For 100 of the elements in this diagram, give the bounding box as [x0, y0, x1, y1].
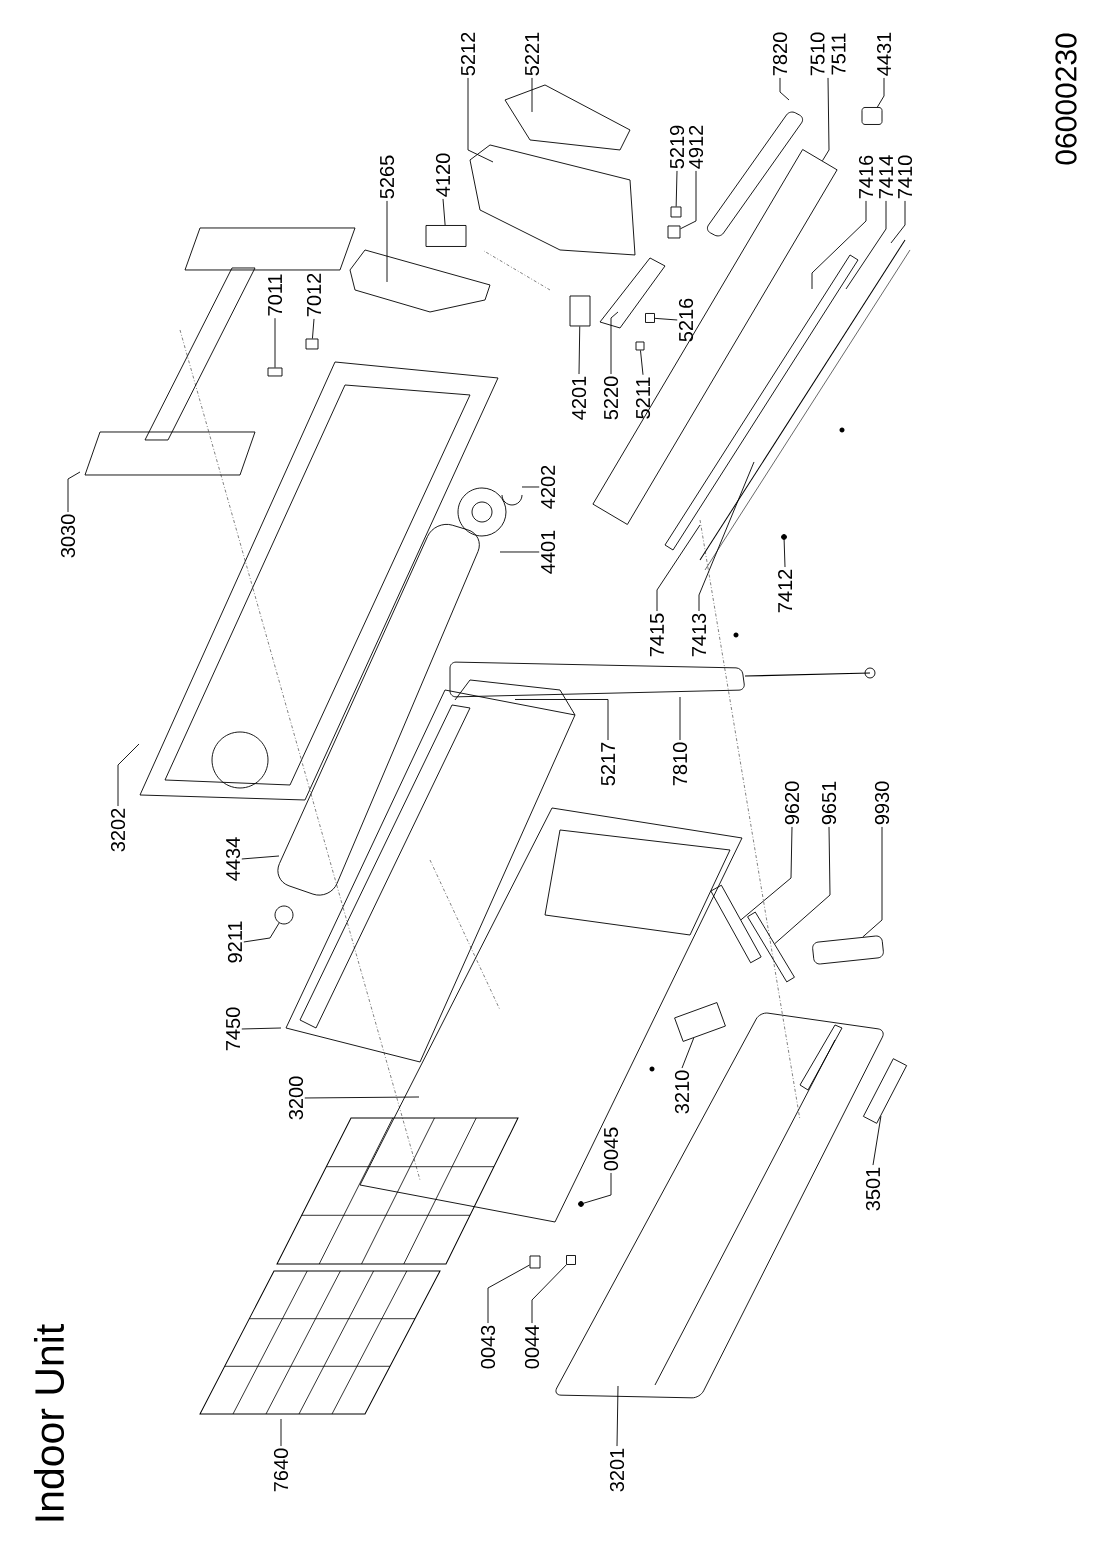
callout-number: 7640 [273, 1448, 289, 1492]
leader-line [578, 326, 581, 375]
clip [529, 1255, 541, 1269]
callout-number: 7011 [267, 274, 283, 316]
callout-number: 3200 [288, 1076, 304, 1120]
leader-line [241, 1027, 282, 1030]
callout-number: 7412 [778, 569, 792, 613]
leader-line [67, 471, 81, 513]
callout-number: 4431 [876, 32, 892, 76]
leader-line [499, 551, 540, 553]
leader-line [845, 200, 887, 290]
part-housing [861, 107, 883, 125]
callout-numbers: 7510 7511 [810, 32, 846, 76]
callout-number: 4434 [225, 837, 241, 881]
leader-line [274, 317, 276, 368]
leader-line [241, 855, 280, 860]
callout-number: 3201 [609, 1448, 625, 1492]
leader-line [783, 539, 786, 568]
clip [635, 341, 645, 351]
callout-number: 4202 [540, 465, 556, 509]
part-housing [569, 295, 591, 327]
callout-number: 9211 [227, 921, 243, 963]
bearing [274, 905, 294, 925]
leader-line [487, 1264, 530, 1324]
leader-line [531, 77, 533, 113]
clip [566, 1255, 576, 1265]
callout-number: 7820 [772, 32, 788, 76]
leader-line [640, 350, 644, 376]
clip [645, 313, 655, 323]
leader-line [681, 1037, 695, 1069]
callout-number: 5217 [600, 742, 616, 786]
clip [267, 367, 283, 377]
leader-line [876, 77, 885, 108]
callout-number: 4401 [540, 530, 556, 574]
document-number: 06000230 [1055, 33, 1077, 165]
leader-line [280, 1418, 282, 1447]
leader-line [862, 826, 883, 938]
cover-strip [710, 884, 762, 964]
screw [781, 534, 787, 540]
callout-number: 0045 [603, 1127, 619, 1171]
display-panel [862, 1058, 908, 1124]
leader-line [610, 311, 619, 375]
callout-number: 3210 [674, 1070, 690, 1114]
callout-number: 9930 [874, 781, 890, 825]
leader-line [304, 1096, 420, 1099]
callout-number: 4201 [571, 376, 587, 420]
leader-line [680, 170, 697, 230]
leader-line [312, 318, 315, 339]
leader-line [117, 743, 140, 807]
callout-number: 7410 [897, 155, 913, 199]
leader-line [616, 1385, 619, 1447]
callout-number: 5211 [635, 377, 651, 419]
callout-number: 5221 [524, 32, 540, 76]
callout-number: 0044 [524, 1325, 540, 1369]
leader-line [890, 200, 906, 244]
leader-line [698, 461, 755, 612]
leader-line [514, 699, 609, 741]
callout-number: 3030 [60, 514, 76, 558]
leader-line [521, 486, 540, 488]
callout-number: 7415 [650, 613, 664, 657]
callout-number: 7416 [858, 155, 874, 199]
callout-number: 5265 [379, 155, 395, 199]
clip [305, 338, 319, 350]
callout-number: 9651 [821, 781, 837, 825]
leader-line [779, 77, 790, 101]
callout-number: 3501 [865, 1167, 881, 1211]
callout-number: 7012 [306, 273, 322, 317]
callout-number: 7414 [879, 155, 893, 199]
leader-line [740, 826, 793, 921]
callout-number: 4120 [435, 153, 451, 197]
leader-line [774, 826, 831, 945]
clip [670, 206, 682, 218]
leader-line [243, 922, 280, 943]
callout-number: 0043 [480, 1325, 496, 1369]
callout-number: 4912 [688, 125, 704, 169]
callout-number: 7810 [672, 742, 688, 786]
callout-number: 7450 [225, 1007, 241, 1051]
callout-number: 9620 [784, 781, 800, 825]
callout-number: 5219 [669, 125, 685, 169]
callout-number: 5220 [603, 376, 619, 420]
connector-block [667, 225, 681, 239]
title: Indoor Unit [33, 1324, 65, 1521]
circuit-board [674, 1002, 726, 1042]
callout-number: 5212 [460, 32, 476, 76]
leader-line [822, 77, 830, 162]
part-housing [425, 225, 467, 247]
leader-line [679, 696, 681, 741]
leader-line [656, 524, 701, 612]
leader-line [872, 1115, 882, 1166]
leader-line [811, 200, 867, 290]
screw [578, 1201, 584, 1207]
remote-control [812, 935, 884, 965]
leader-line [654, 317, 678, 321]
leader-line [467, 77, 494, 163]
display-board [747, 911, 795, 983]
leader-line [675, 170, 678, 207]
leader-line [531, 1264, 567, 1324]
callout-number: 3202 [110, 808, 126, 852]
leader-line [442, 198, 446, 226]
callout-number: 7413 [691, 613, 707, 657]
